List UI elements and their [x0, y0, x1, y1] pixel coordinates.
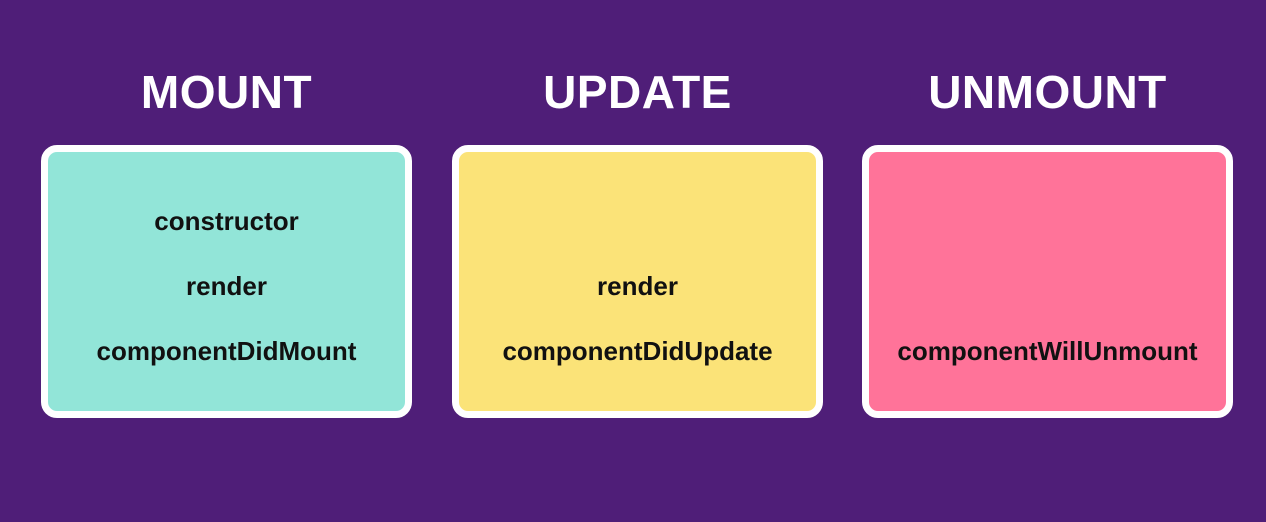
method-constructor: constructor [154, 206, 299, 236]
unmount-phase-box: componentWillUnmount [862, 145, 1233, 418]
mount-phase-title: MOUNT [140, 66, 313, 118]
method-render: render [186, 271, 267, 301]
method-component-did-update: componentDidUpdate [502, 336, 773, 366]
update-phase-box: render componentDidUpdate [452, 145, 823, 418]
update-phase-title: UPDATE [543, 66, 732, 118]
unmount-phase-title: UNMOUNT [928, 66, 1167, 118]
method-render: render [597, 271, 678, 301]
mount-phase-box: constructor render componentDidMount [41, 145, 412, 418]
method-component-will-unmount: componentWillUnmount [897, 336, 1198, 366]
method-component-did-mount: componentDidMount [96, 336, 357, 366]
